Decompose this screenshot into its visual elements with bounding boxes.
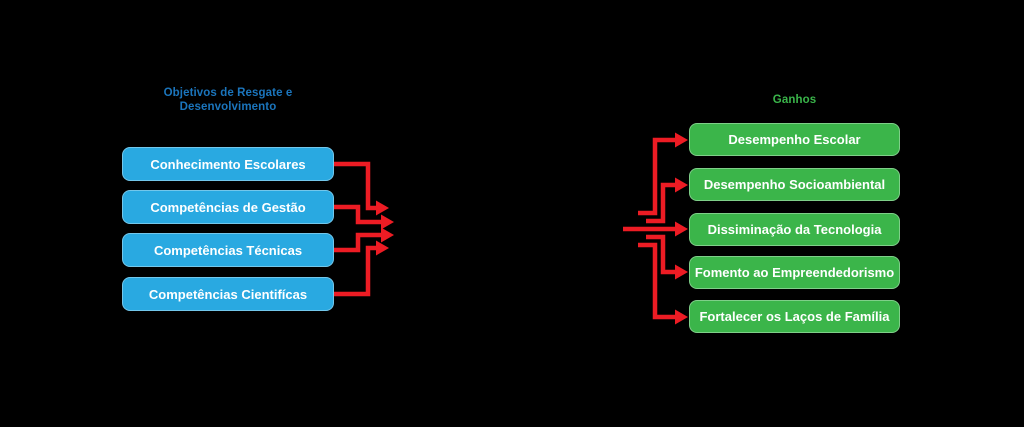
node-desempenho-escolar: Desempenho Escolar [689, 123, 900, 156]
node-fortalecer-os-lacos-de-familia: Fortalecer os Laços de Família [689, 300, 900, 333]
left-funnel-arrows [334, 161, 394, 297]
node-competencias-cientificas: Competências Cientifícas [122, 277, 334, 311]
node-fomento-ao-empreendedorismo: Fomento ao Empreendedorismo [689, 256, 900, 289]
node-desempenho-socioambiental: Desempenho Socioambiental [689, 168, 900, 201]
node-conhecimento-escolares: Conhecimento Escolares [122, 147, 334, 181]
node-dissiminacao-da-tecnologia: Dissiminação da Tecnologia [689, 213, 900, 246]
left-column-title: Objetivos de Resgate e Desenvolvimento [163, 87, 293, 113]
right-column-title: Ganhos [772, 94, 817, 106]
right-fanout-arrows [623, 132, 688, 325]
node-competencias-tecnicas: Competências Técnicas [122, 233, 334, 267]
node-competencias-de-gestao: Competências de Gestão [122, 190, 334, 224]
